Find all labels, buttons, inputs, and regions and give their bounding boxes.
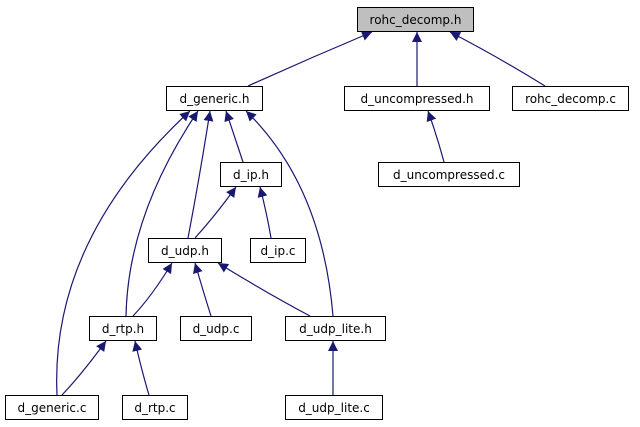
edge-d-udp-c-to-d-udp-h xyxy=(192,262,212,317)
node-d-rtp-c[interactable]: d_rtp.c xyxy=(122,395,188,420)
node-d-ip-c[interactable]: d_ip.c xyxy=(250,238,306,263)
node-rohc-decomp-c[interactable]: rohc_decomp.c xyxy=(512,86,629,111)
node-d-generic-h[interactable]: d_generic.h xyxy=(166,86,263,111)
node-d-generic-c[interactable]: d_generic.c xyxy=(5,395,99,420)
edge-d-ip-c-to-d-ip-h xyxy=(257,186,272,239)
edge-d-generic-h-to-rohc-decomp-h xyxy=(247,31,373,87)
node-d-rtp-h[interactable]: d_rtp.h xyxy=(89,316,157,341)
edge-d-ip-h-to-d-generic-h xyxy=(224,110,244,163)
node-d-udp-h[interactable]: d_udp.h xyxy=(148,238,222,263)
node-d-udp-c[interactable]: d_udp.c xyxy=(180,316,252,341)
node-rohc-decomp-h: rohc_decomp.h xyxy=(357,7,474,32)
edge-d-udp-h-to-d-generic-h xyxy=(187,110,214,239)
edge-d-udp-h-to-d-ip-h xyxy=(194,186,237,239)
edge-d-generic-c-to-d-rtp-h xyxy=(61,340,107,396)
edge-d-generic-c-to-d-generic-h xyxy=(56,110,191,396)
edge-d-rtp-h-to-d-generic-h xyxy=(125,110,199,317)
node-d-uncompressed-h[interactable]: d_uncompressed.h xyxy=(344,86,490,111)
node-d-uncompressed-c[interactable]: d_uncompressed.c xyxy=(378,162,520,187)
edge-d-udp-lite-h-to-d-generic-h xyxy=(245,110,334,317)
node-d-udp-lite-h[interactable]: d_udp_lite.h xyxy=(285,316,386,341)
edge-d-uncompressed-c-to-d-uncompressed-h xyxy=(426,110,445,163)
edge-d-rtp-h-to-d-udp-h xyxy=(132,262,173,317)
node-d-ip-h[interactable]: d_ip.h xyxy=(220,162,282,187)
node-d-udp-lite-c[interactable]: d_udp_lite.c xyxy=(285,395,383,420)
edge-d-udp-lite-h-to-d-udp-h xyxy=(217,262,311,317)
edge-d-rtp-c-to-d-rtp-h xyxy=(132,340,150,396)
edge-rohc-decomp-c-to-rohc-decomp-h xyxy=(449,31,546,87)
